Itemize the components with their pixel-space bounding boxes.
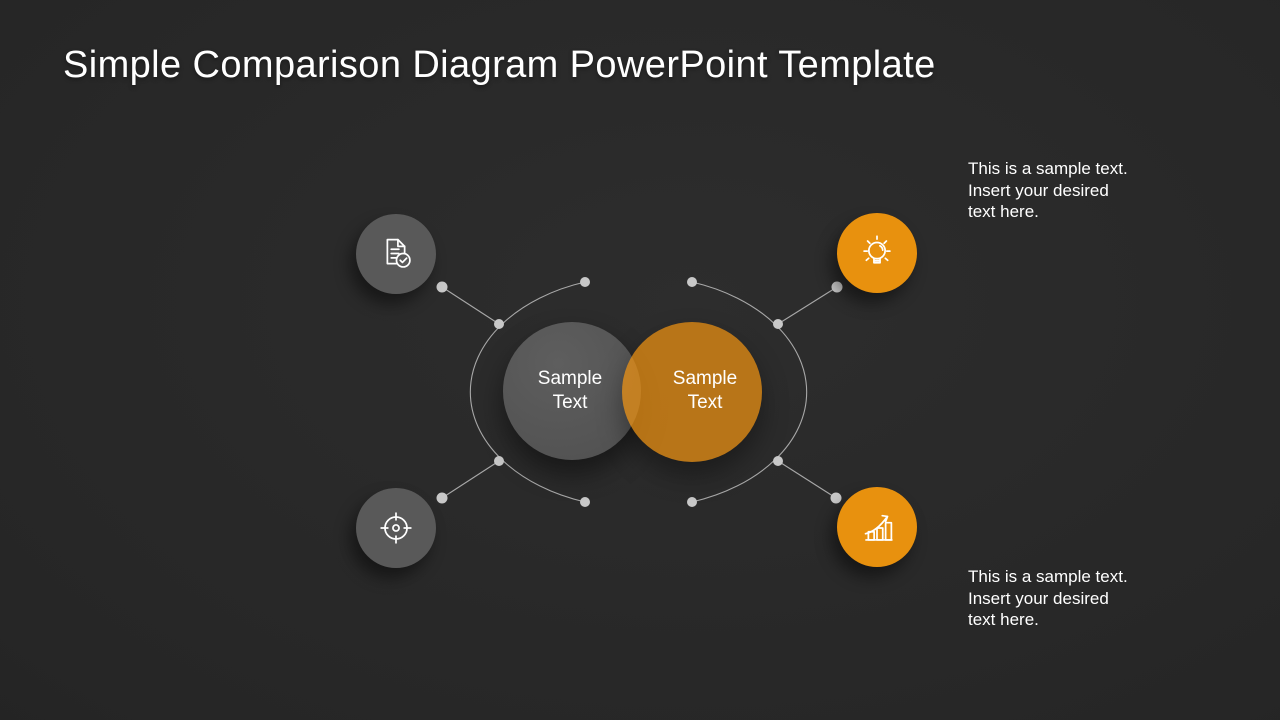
annotation-line: This is a sample text. — [968, 159, 1128, 178]
lightbulb-icon — [863, 235, 891, 264]
growth-chart-icon — [864, 514, 893, 541]
annotation-bottom-right: This is a sample text. Insert your desir… — [968, 566, 1198, 631]
satellite-document-check[interactable] — [356, 214, 436, 294]
comparison-circle-left[interactable] — [503, 322, 641, 460]
connector-line-bottom-left — [441, 460, 500, 499]
satellite-dot — [831, 281, 843, 293]
annotation-line: Insert your desired — [968, 588, 1109, 608]
satellite-idea[interactable] — [837, 213, 917, 293]
satellite-dot — [436, 492, 448, 504]
ring-dot — [580, 277, 590, 287]
comparison-circle-left-label: Sample Text — [537, 368, 603, 413]
connector-line-top-left — [441, 286, 500, 325]
ring-arc-left — [469, 281, 586, 503]
ring-dot — [580, 497, 590, 507]
annotation-line: Insert your desired — [968, 180, 1109, 200]
ring-dot — [687, 277, 697, 287]
slide-title: Simple Comparison Diagram PowerPoint Tem… — [63, 44, 936, 86]
document-check-icon — [386, 238, 411, 268]
annotation-line: This is a sample text. — [968, 567, 1128, 586]
annotation-line: text here. — [968, 202, 1039, 221]
ring-dot — [494, 456, 504, 466]
comparison-circle-right[interactable] — [622, 322, 762, 462]
ring-arc-right — [691, 281, 808, 503]
ring-dot — [494, 319, 504, 329]
ring-dot — [773, 456, 783, 466]
annotation-top-right: This is a sample text. Insert your desir… — [968, 158, 1198, 223]
connector-line-bottom-right — [777, 460, 837, 499]
satellite-target[interactable] — [356, 488, 436, 568]
satellite-dot — [436, 281, 448, 293]
ring-dot — [773, 319, 783, 329]
target-icon — [380, 512, 412, 544]
satellite-dot — [830, 492, 842, 504]
comparison-circle-right-label: Sample Text — [672, 368, 738, 413]
ring-dot — [687, 497, 697, 507]
connector-line-top-right — [777, 286, 838, 325]
annotation-line: text here. — [968, 610, 1039, 629]
satellite-growth[interactable] — [837, 487, 917, 567]
